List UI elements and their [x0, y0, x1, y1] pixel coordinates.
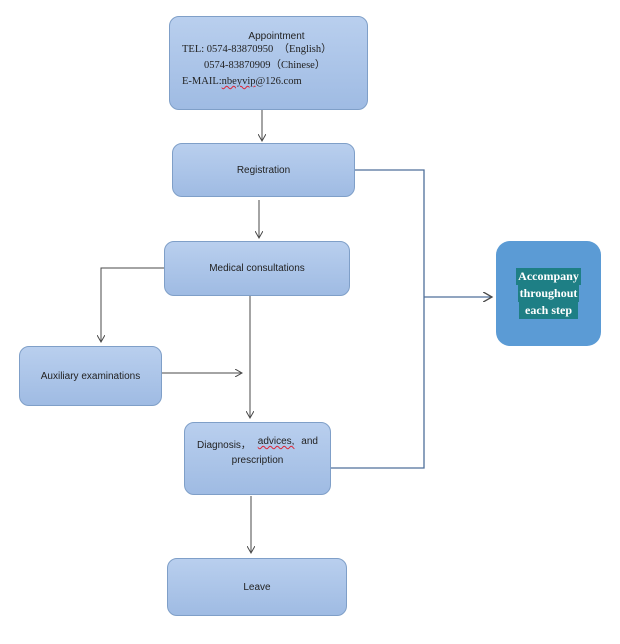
medical-consultations-label: Medical consultations	[209, 263, 305, 274]
medical-consultations-box: Medical consultations	[164, 241, 350, 296]
auxiliary-examinations-label: Auxiliary examinations	[40, 370, 141, 382]
appointment-email-domain: @126.com	[255, 76, 302, 87]
accompany-line-1: Accompany	[516, 268, 581, 285]
registration-box: Registration	[172, 143, 355, 197]
diagnosis-line-1: Diagnosis， advices, and	[197, 436, 318, 451]
leave-box: Leave	[167, 558, 347, 616]
appointment-email-user: nbeyvip	[221, 76, 256, 87]
diagnosis-box: Diagnosis， advices, and prescription	[184, 422, 331, 495]
appointment-tel-english: （English）	[278, 44, 332, 55]
auxiliary-examinations-box: Auxiliary examinations	[19, 346, 162, 406]
accompany-box: Accompany throughout each step	[496, 241, 601, 346]
accompany-line-2: throughout	[517, 285, 580, 302]
appointment-email-line: E-MAIL:nbeyvip@126.com	[182, 74, 357, 90]
leave-label: Leave	[243, 581, 271, 593]
connector-registration-to-accompany	[355, 169, 425, 297]
and-word: and	[301, 436, 318, 447]
arrow-consultations-to-auxiliary	[101, 267, 164, 342]
appointment-box: Appointment TEL: 0574-83870950 （English）…	[169, 16, 368, 110]
prescription-word: prescription	[231, 455, 284, 466]
appointment-tel2: 0574-83870909（Chinese）	[204, 60, 326, 71]
appointment-email-prefix: E-MAIL:	[182, 76, 222, 87]
appointment-tel: TEL: 0574-83870950	[182, 44, 274, 55]
registration-label: Registration	[236, 164, 291, 176]
advices-word: advices,	[257, 436, 295, 447]
appointment-tel-line: TEL: 0574-83870950 （English）	[182, 42, 357, 58]
connector-diagnosis-to-accompany	[331, 297, 425, 469]
diagnosis-word: Diagnosis，	[197, 440, 251, 451]
appointment-title: Appointment	[248, 31, 305, 42]
accompany-line-3: each step	[519, 302, 578, 319]
